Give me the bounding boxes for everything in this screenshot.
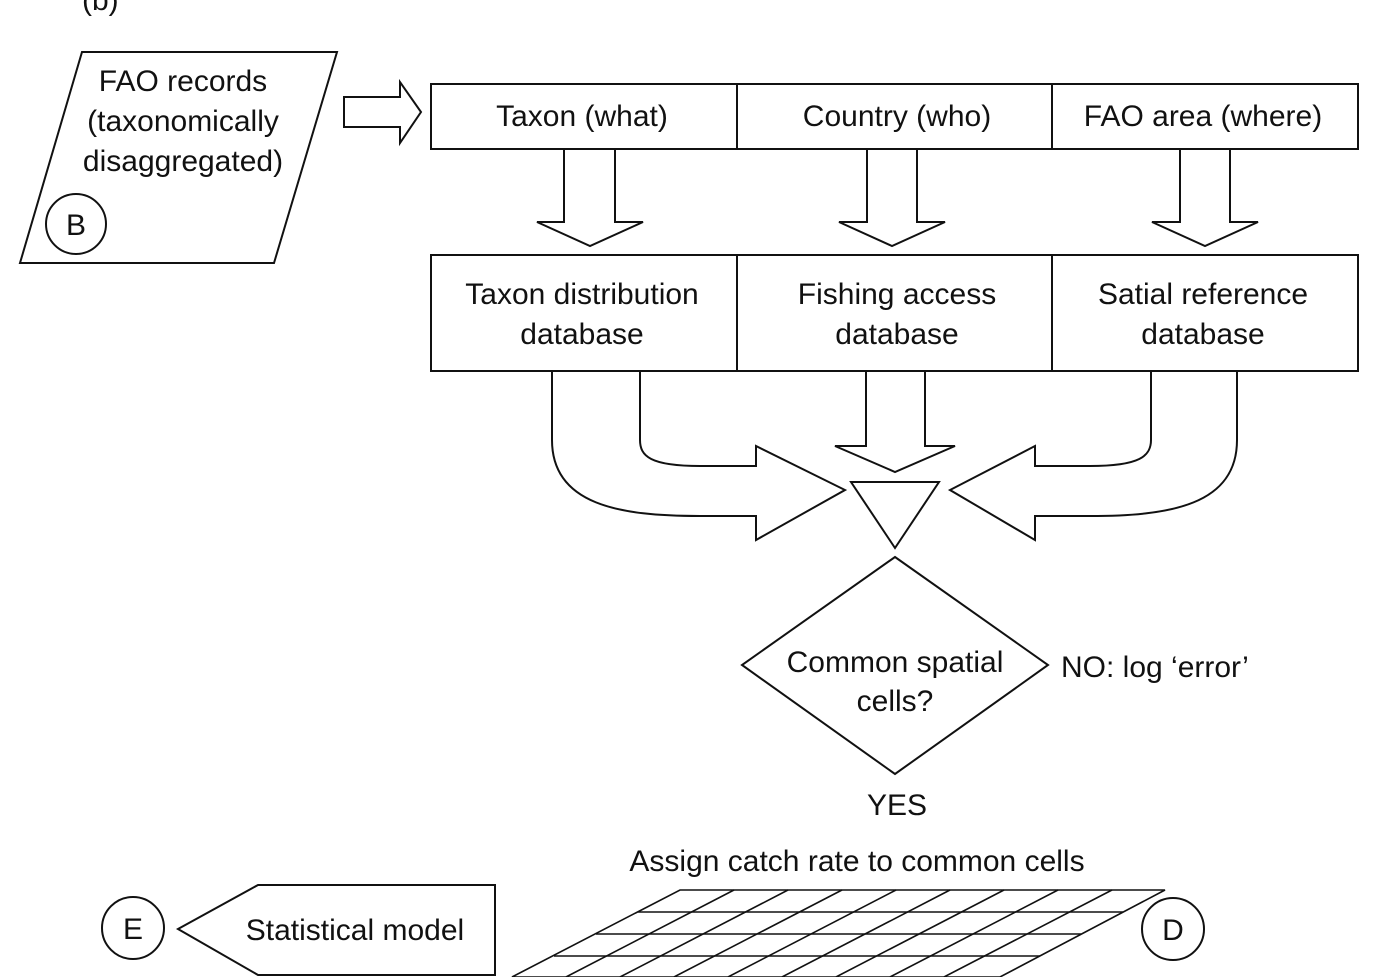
input-arrow — [343, 78, 423, 147]
connector-b-label: B — [66, 209, 86, 242]
connector-d — [1141, 897, 1205, 961]
statistical-model-label: Statistical model — [246, 914, 464, 947]
db2-line-1: Fishing access — [798, 278, 996, 311]
country-down-arrow — [838, 148, 946, 248]
connector-e-label: E — [123, 913, 143, 946]
decision-line-1: Common spatial — [787, 646, 1004, 679]
db1-line-2: database — [520, 318, 643, 351]
middle-merge-arrow — [834, 370, 956, 474]
area-down-arrow — [1151, 148, 1259, 248]
spatial-reference-db — [1051, 254, 1359, 372]
merge-triangle — [849, 481, 941, 550]
taxon-label: Taxon (what) — [496, 100, 668, 133]
db3-line-1: Satial reference — [1098, 278, 1308, 311]
connector-d-label: D — [1162, 914, 1184, 947]
connector-e — [101, 896, 165, 960]
decision-line-2: cells? — [857, 685, 934, 718]
left-merge-arrow — [551, 370, 848, 542]
yes-label: YES — [867, 789, 927, 822]
taxon-distribution-db — [430, 254, 738, 372]
panel-label: (b) — [82, 0, 119, 17]
taxon-box — [430, 83, 738, 150]
connector-b — [45, 193, 107, 255]
input-line-1: FAO records — [99, 65, 267, 98]
db1-line-1: Taxon distribution — [465, 278, 698, 311]
statistical-model-box — [175, 884, 496, 976]
country-label: Country (who) — [803, 100, 991, 133]
fao-area-box — [1051, 83, 1359, 150]
db2-line-2: database — [835, 318, 958, 351]
input-line-2: (taxonomically — [87, 105, 279, 138]
spatial-grid — [511, 889, 1166, 977]
database-row: Taxon distribution database Fishing acce… — [430, 254, 1359, 372]
fao-area-label: FAO area (where) — [1084, 100, 1322, 133]
db3-line-2: database — [1141, 318, 1264, 351]
assign-catch-label: Assign catch rate to common cells — [629, 845, 1084, 878]
right-merge-arrow — [947, 370, 1238, 542]
dimension-row: Taxon (what) Country (who) FAO area (whe… — [430, 83, 1359, 150]
input-line-3: disaggregated) — [83, 145, 283, 178]
no-error-label: NO: log ‘error’ — [1061, 651, 1249, 684]
fishing-access-db — [736, 254, 1053, 372]
decision-diamond — [740, 555, 1050, 776]
taxon-down-arrow — [536, 148, 644, 248]
